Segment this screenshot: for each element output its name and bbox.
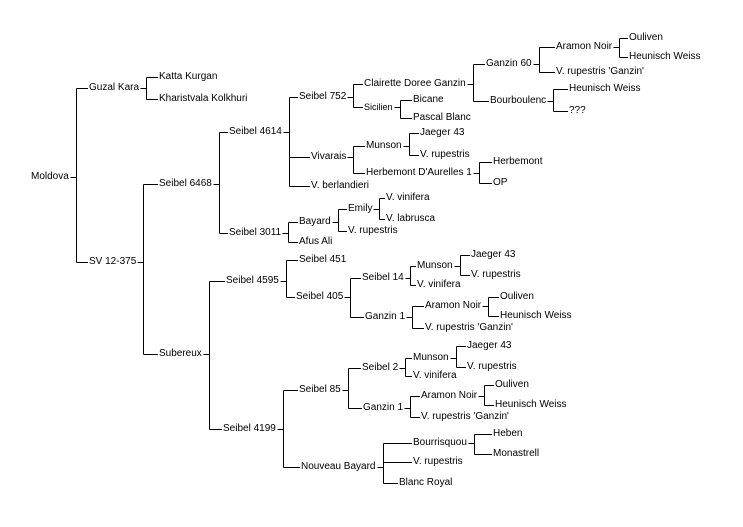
- node-v-rupestris-d: V. rupestris: [466, 361, 518, 373]
- node-v-vinifera-c: V. vinifera: [412, 370, 458, 382]
- node-clairette-doree-ganzin: Clairette Doree Ganzin: [363, 78, 467, 90]
- node-sicilien: Sicilien: [363, 101, 394, 113]
- node-bourboulenc: Bourboulenc: [489, 95, 548, 107]
- node-v-vinifera-b: V. vinifera: [416, 279, 462, 291]
- node-ouliven-c: Ouliven: [494, 379, 530, 391]
- node-kharistvala-kolkhuri: Kharistvala Kolkhuri: [158, 93, 249, 105]
- node-seibel-3011: Seibel 3011: [228, 227, 283, 239]
- node-vivarais: Vivarais: [310, 151, 348, 163]
- node-ganzin-1-a: Ganzin 1: [364, 311, 407, 323]
- node-seibel-14: Seibel 14: [361, 272, 405, 284]
- node-v-rupestris-b: V. rupestris: [347, 225, 399, 237]
- node-seibel-2: Seibel 2: [361, 362, 400, 374]
- node-heunisch-weiss-a: Heunisch Weiss: [628, 51, 702, 63]
- node-seibel-4199: Seibel 4199: [222, 423, 277, 435]
- node-seibel-752: Seibel 752: [298, 91, 348, 103]
- node-v-rupestris-ganzin-b: V. rupestris 'Ganzin': [424, 322, 514, 334]
- node-ganzin-1-b: Ganzin 1: [362, 402, 405, 414]
- node-unknown: ???: [568, 105, 587, 117]
- node-monastrell: Monastrell: [492, 448, 541, 460]
- node-afus-ali: Afus Ali: [298, 236, 334, 248]
- node-heunisch-weiss-b: Heunisch Weiss: [568, 83, 642, 95]
- node-pascal-blanc: Pascal Blanc: [412, 112, 472, 124]
- node-herbemont-daurelles: Herbemont D'Aurelles 1: [365, 167, 473, 179]
- node-sv-12-375: SV 12-375: [88, 256, 138, 268]
- node-munson-a: Munson: [365, 140, 403, 152]
- node-aramon-noir-c: Aramon Noir: [420, 390, 479, 402]
- node-seibel-4595: Seibel 4595: [225, 275, 280, 287]
- node-seibel-451: Seibel 451: [298, 254, 348, 266]
- node-aramon-noir-a: Aramon Noir: [555, 41, 614, 53]
- node-heunisch-weiss-c: Heunisch Weiss: [499, 310, 573, 322]
- node-seibel-85: Seibel 85: [298, 384, 342, 396]
- node-ganzin-60: Ganzin 60: [485, 58, 533, 70]
- node-v-rupestris-e: V. rupestris: [412, 456, 464, 468]
- node-v-vinifera-a: V. vinifera: [385, 192, 431, 204]
- node-seibel-4614: Seibel 4614: [228, 126, 283, 138]
- node-v-rupestris-a: V. rupestris: [419, 149, 471, 161]
- node-seibel-6468: Seibel 6468: [158, 178, 213, 190]
- node-katta-kurgan: Katta Kurgan: [158, 71, 219, 83]
- node-bourrisquou: Bourrisquou: [412, 437, 468, 449]
- node-jaeger-43-a: Jaeger 43: [419, 127, 466, 139]
- node-munson-c: Munson: [412, 352, 450, 364]
- node-guzal-kara: Guzal Kara: [88, 82, 141, 94]
- node-heben: Heben: [492, 428, 524, 440]
- node-ouliven-b: Ouliven: [499, 291, 535, 303]
- node-munson-b: Munson: [416, 260, 454, 272]
- node-herbemont: Herbemont: [492, 156, 544, 168]
- node-v-rupestris-ganzin-a: V. rupestris 'Ganzin': [555, 66, 645, 78]
- node-moldova: Moldova: [30, 171, 70, 183]
- node-v-labrusca: V. labrusca: [385, 213, 437, 225]
- node-nouveau-bayard: Nouveau Bayard: [300, 461, 377, 473]
- node-op: OP: [492, 177, 509, 189]
- node-v-berlandieri: V. berlandieri: [310, 180, 371, 192]
- node-jaeger-43-b: Jaeger 43: [470, 249, 517, 261]
- node-bayard: Bayard: [298, 216, 332, 228]
- node-bicane: Bicane: [412, 94, 445, 106]
- node-v-rupestris-ganzin-c: V. rupestris 'Ganzin': [420, 411, 510, 423]
- node-emily: Emily: [347, 203, 374, 215]
- node-v-rupestris-c: V. rupestris: [470, 269, 522, 281]
- node-jaeger-43-c: Jaeger 43: [466, 340, 513, 352]
- node-heunisch-weiss-d: Heunisch Weiss: [494, 399, 568, 411]
- node-aramon-noir-b: Aramon Noir: [424, 300, 483, 312]
- node-blanc-royal: Blanc Royal: [398, 477, 454, 489]
- node-subereux: Subereux: [158, 348, 203, 360]
- node-seibel-405: Seibel 405: [295, 291, 345, 303]
- node-ouliven-a: Ouliven: [628, 32, 664, 44]
